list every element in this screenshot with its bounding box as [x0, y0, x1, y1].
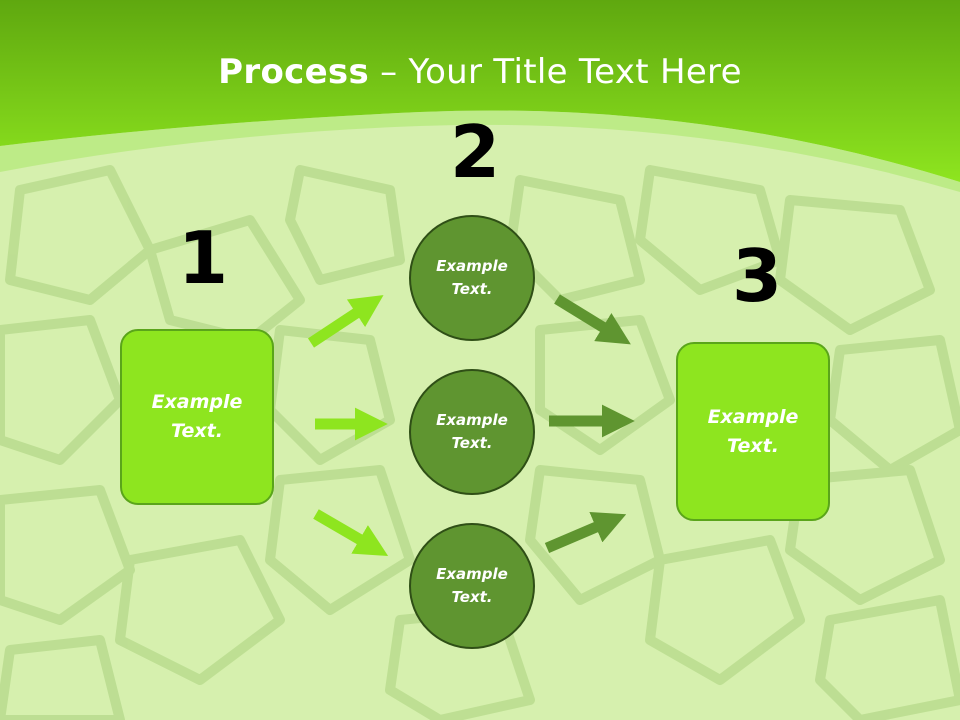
arrow-right-icon	[307, 295, 384, 348]
step-3-text: Example Text.	[707, 405, 799, 457]
arrow-right-icon	[544, 511, 627, 554]
step-1-text: Example Text.	[151, 391, 243, 442]
step-2-circle-top: Example Text.	[409, 215, 535, 341]
arrow-right-icon	[554, 294, 631, 345]
step-3-box: Example Text.	[676, 342, 830, 521]
step-2-circle-bottom: Example Text.	[409, 523, 535, 649]
step-2-text-top: Example Text.	[436, 257, 508, 298]
step-2-circle-middle: Example Text.	[409, 369, 535, 495]
step-number-1: 1	[178, 216, 229, 300]
slide-title: Process – Your Title Text Here	[0, 52, 960, 92]
arrow-right-icon	[313, 509, 389, 556]
step-number-2: 2	[450, 110, 501, 194]
title-rest: – Your Title Text Here	[369, 52, 742, 92]
step-number-3: 3	[732, 234, 783, 318]
step-2-text-middle: Example Text.	[436, 411, 508, 452]
step-1-box: Example Text.	[120, 329, 274, 505]
title-bold: Process	[218, 52, 370, 92]
step-2-text-bottom: Example Text.	[436, 565, 508, 606]
